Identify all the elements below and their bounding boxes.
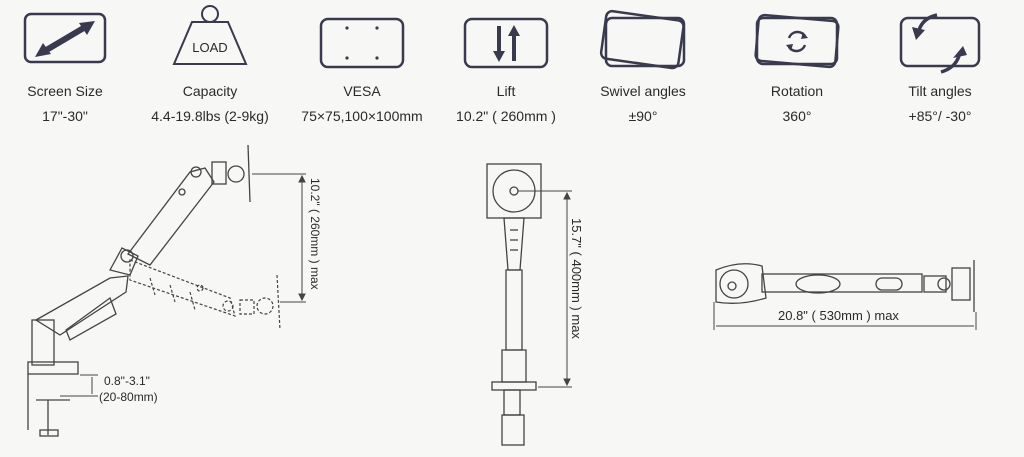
spec-label: Screen Size — [27, 83, 103, 99]
monitor-arm-side-drawing — [27, 144, 306, 437]
top-view-diagram: 20.8" ( 530mm ) max — [700, 240, 1000, 330]
spec-label: Capacity — [182, 83, 238, 99]
side-view-diagram: 10.2" ( 260mm ) max 0.8"-3.1" (20-80mm) — [0, 130, 340, 457]
tilt-icon — [897, 12, 983, 74]
clamp-dimension: 0.8"-3.1" — [104, 374, 150, 388]
spec-value: 10.2" ( 260mm ) — [456, 108, 556, 124]
spec-label: Tilt angles — [908, 83, 972, 99]
load-weight-icon: LOAD — [168, 2, 252, 66]
spec-label: Swivel angles — [600, 83, 686, 99]
spec-value: 75×75,100×100mm — [301, 108, 423, 124]
front-view-diagram: 15.7" ( 400mm ) max — [460, 150, 610, 457]
spec-value: 360° — [782, 108, 812, 124]
spec-value: 4.4-19.8lbs (2-9kg) — [151, 108, 269, 124]
spec-label: Rotation — [770, 83, 824, 99]
spec-value: 17"-30" — [42, 108, 88, 124]
monitor-arm-front-drawing — [486, 163, 572, 446]
spec-value: ±90° — [628, 108, 658, 124]
spec-label: VESA — [343, 83, 381, 99]
rotation-icon — [751, 10, 843, 74]
svg-text:LOAD: LOAD — [192, 40, 227, 55]
height-dimension: 15.7" ( 400mm ) max — [569, 218, 584, 339]
diagonal-arrow-icon — [23, 12, 107, 64]
lift-dimension: 10.2" ( 260mm ) max — [308, 178, 322, 290]
clamp-dimension-mm: (20-80mm) — [99, 390, 158, 404]
spec-label: Lift — [496, 83, 516, 99]
spec-value: +85°/ -30° — [908, 108, 972, 124]
swivel-icon — [598, 6, 688, 76]
monitor-arm-top-drawing — [713, 260, 977, 330]
reach-dimension: 20.8" ( 530mm ) max — [778, 308, 899, 323]
vesa-holes-icon — [319, 17, 405, 69]
lift-arrows-icon — [463, 17, 549, 69]
